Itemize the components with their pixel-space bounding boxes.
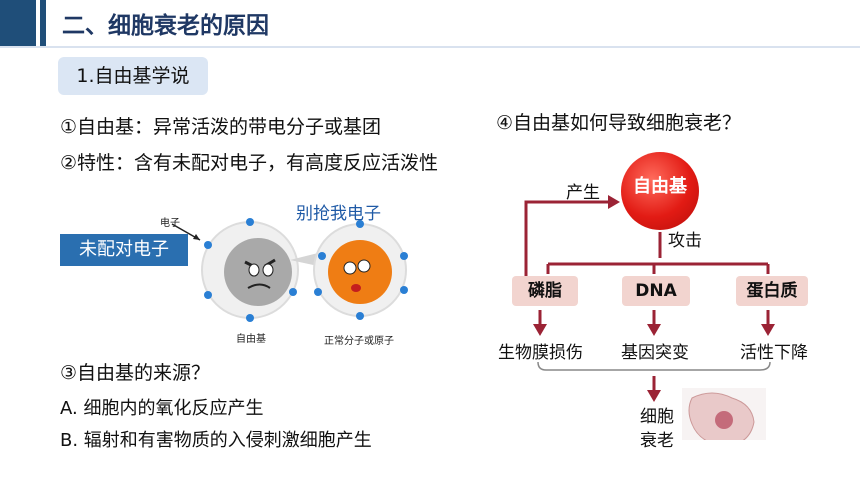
section-label: 1.自由基学说	[58, 57, 208, 95]
arrowhead-icon	[647, 324, 661, 336]
produce-arrow	[524, 200, 610, 276]
point-1: ①自由基：异常活泼的带电分子或基团	[60, 116, 382, 138]
radical-eye-icon	[248, 263, 260, 277]
normal-atom-label: 正常分子或原子	[324, 336, 394, 347]
page-title: 二、细胞衰老的原因	[62, 13, 269, 39]
unpaired-electron-badge: 未配对电子	[60, 234, 188, 266]
free-radical-node: 自由基	[621, 152, 699, 230]
arrowhead-icon	[761, 324, 775, 336]
flow-question: ④自由基如何导致细胞衰老？	[496, 112, 742, 134]
radical-eye-icon	[262, 263, 274, 277]
normal-face	[328, 240, 392, 304]
result-line-2: 衰老	[640, 431, 674, 451]
scared-mouth-icon	[351, 284, 361, 292]
effect-mutation: 基因突变	[621, 343, 689, 363]
produce-label: 产生	[566, 183, 600, 203]
electron-label: 电子	[160, 218, 180, 229]
target-protein: 蛋白质	[736, 276, 808, 306]
effect-membrane: 生物膜损伤	[498, 343, 583, 363]
attack-arrow	[546, 232, 770, 274]
radical-electrons	[204, 218, 297, 322]
flow-arrows	[524, 195, 775, 440]
normal-electrons	[314, 220, 408, 320]
produce-arrowhead-icon	[608, 195, 620, 209]
header-accent-stripe	[40, 0, 46, 46]
pointer-arrowhead-icon	[193, 234, 200, 240]
radical-label: 自由基	[236, 334, 266, 345]
effect-activity: 活性下降	[740, 343, 808, 363]
point-3: ③自由基的来源？	[60, 362, 211, 384]
header-accent-block	[0, 0, 36, 46]
frown-icon	[247, 283, 271, 289]
radical-illustration	[150, 200, 450, 340]
arrowhead-icon	[647, 390, 661, 402]
radical-illustration-svg	[171, 218, 408, 322]
normal-eye-icon	[357, 259, 371, 273]
point-2: ②特性：含有未配对电子，有高度反应活泼性	[60, 152, 439, 174]
aging-cell-image	[682, 388, 766, 440]
normal-eye-icon	[343, 261, 357, 275]
result-line-1: 细胞	[640, 407, 674, 427]
attack-label: 攻击	[668, 231, 702, 251]
speech-text: 别抢我电子	[296, 204, 381, 224]
target-phospholipid: 磷脂	[512, 276, 578, 306]
header-divider	[0, 46, 860, 48]
effect-arrows	[538, 310, 770, 326]
arrowhead-icon	[533, 324, 547, 336]
target-dna: DNA	[622, 276, 690, 306]
source-b: B. 辐射和有害物质的入侵刺激细胞产生	[60, 430, 372, 451]
source-a: A. 细胞内的氧化反应产生	[60, 398, 264, 419]
effects-bracket	[537, 361, 771, 371]
